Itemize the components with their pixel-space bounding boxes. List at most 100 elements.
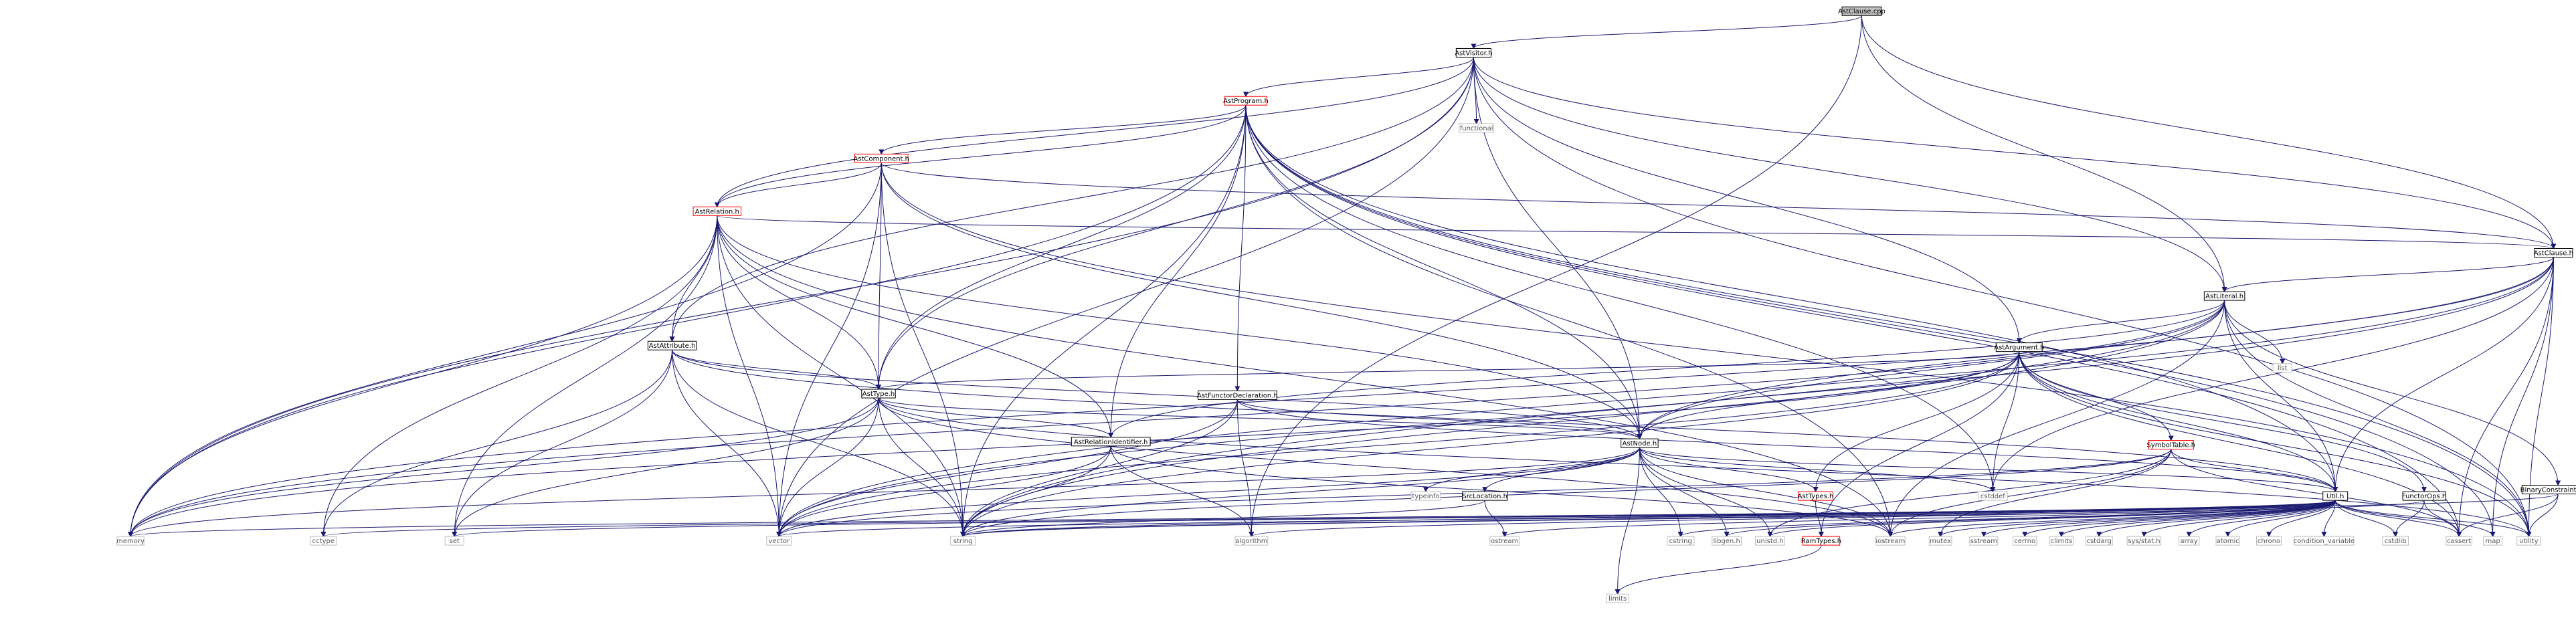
node-box bbox=[693, 206, 742, 216]
edge-astcomponent-h-to-asttype-h bbox=[876, 163, 882, 391]
edge-astliteral-h-to-util-h bbox=[2224, 300, 2338, 493]
edge-astattribute-h-to-asttype-h bbox=[672, 350, 881, 391]
edge-astliteral-h-to-string bbox=[960, 300, 2225, 538]
edge-astrelation-h-to-memory bbox=[128, 215, 718, 538]
edge-astvisitor-h-to-astnode-h bbox=[1473, 57, 1643, 440]
node-cctype: cctype bbox=[310, 536, 337, 546]
edge-astprogram-h-to-util-h bbox=[1245, 105, 2338, 493]
edge-symboltable-h-to-unistd-h bbox=[1767, 449, 2172, 538]
edge-astclause-cpp-to-astliteral-h bbox=[1861, 15, 2227, 293]
node-box bbox=[1621, 438, 1659, 448]
node-limits: limits bbox=[1606, 593, 1629, 603]
edge-astnode-h-to-unistd-h bbox=[1639, 447, 1773, 538]
edge-util-h-to-libgen-h bbox=[1724, 500, 2336, 538]
node-label: AstLiteral.h bbox=[2205, 293, 2243, 300]
edge-astcomponent-h-to-memory bbox=[128, 163, 882, 538]
node-astprogram-h[interactable]: AstProgram.h bbox=[1223, 96, 1269, 106]
edge-astprogram-h-to-cassert bbox=[1245, 105, 2462, 538]
node-box bbox=[2322, 491, 2349, 501]
edge-astrelation-h-to-astclause-h bbox=[717, 215, 2556, 249]
edge-astclause-cpp-to-algorithm bbox=[1249, 15, 1862, 538]
node-box bbox=[861, 389, 896, 399]
node-binaryconstraintops-h[interactable]: BinaryConstraintOps.h bbox=[2520, 485, 2576, 495]
node-box bbox=[1455, 47, 1491, 58]
node-label: cstring bbox=[1669, 538, 1692, 545]
node-functional: functional bbox=[1459, 123, 1495, 133]
edge-astnode-h-to-string bbox=[960, 447, 1640, 538]
node-box bbox=[1875, 536, 1906, 546]
node-label: AstNode.h bbox=[1623, 440, 1657, 447]
node-cerrno: cerrno bbox=[2013, 536, 2037, 546]
edge-astprogram-h-to-astfunctordeclaration-h bbox=[1234, 105, 1247, 392]
edge-astclause-h-to-cassert bbox=[2456, 257, 2554, 538]
node-box bbox=[2272, 363, 2292, 373]
node-asttype-h[interactable]: AstType.h bbox=[861, 389, 896, 399]
node-astargument-h[interactable]: AstArgument.h bbox=[1994, 342, 2044, 352]
edge-astcomponent-h-to-astclause-h bbox=[881, 163, 2557, 249]
edge-astvisitor-h-to-vector bbox=[776, 57, 1474, 538]
edge-binaryconstraintops-h-to-string bbox=[960, 494, 2559, 538]
node-label: AstClause.cpp bbox=[1838, 8, 1885, 15]
node-astliteral-h[interactable]: AstLiteral.h bbox=[2203, 291, 2245, 301]
node-box bbox=[2516, 536, 2541, 546]
node-label: sys/stat.h bbox=[2128, 538, 2160, 545]
node-asttypes-h[interactable]: AstTypes.h bbox=[1798, 491, 1834, 501]
edge-astclause-h-to-vector bbox=[776, 257, 2554, 538]
node-box bbox=[2382, 536, 2409, 546]
node-box bbox=[1802, 536, 1841, 546]
node-set: set bbox=[444, 536, 464, 546]
edge-astargument-h-to-cstddef bbox=[1990, 351, 2020, 493]
node-sys-stat-h: sys/stat.h bbox=[2126, 536, 2162, 546]
edge-util-h-to-cstdlib bbox=[2334, 500, 2399, 538]
edge-util-h-to-cerrno bbox=[2022, 500, 2336, 538]
node-astfunctordeclaration-h[interactable]: AstFunctorDeclaration.h bbox=[1197, 390, 1278, 400]
node-label: map bbox=[2485, 538, 2500, 545]
node-label: condition_variable bbox=[2294, 538, 2355, 545]
node-label: AstRelation.h bbox=[695, 208, 739, 215]
node-astattribute-h[interactable]: AstAttribute.h bbox=[647, 340, 697, 350]
edge-astnode-h-to-vector bbox=[776, 447, 1640, 538]
node-label: list bbox=[2278, 365, 2288, 373]
edge-symboltable-h-to-iostream bbox=[1888, 449, 2172, 538]
node-ramtypes-h[interactable]: RamTypes.h bbox=[1801, 536, 1841, 546]
node-astnode-h[interactable]: AstNode.h bbox=[1621, 438, 1659, 448]
node-memory: memory bbox=[116, 536, 145, 546]
node-cstdlib: cstdlib bbox=[2382, 536, 2409, 546]
edge-astliteral-h-to-astrelationidentifier-h bbox=[1108, 300, 2225, 438]
node-box bbox=[1606, 593, 1629, 603]
edge-astcomponent-h-to-vector bbox=[776, 163, 882, 538]
node-srclocation-h[interactable]: SrcLocation.h bbox=[1462, 491, 1508, 501]
node-label: FunctorOps.h bbox=[2402, 493, 2446, 500]
edge-asttype-h-to-iostream bbox=[878, 398, 1894, 538]
node-vector: vector bbox=[766, 536, 792, 546]
node-astvisitor-h[interactable]: AstVisitor.h bbox=[1455, 47, 1492, 58]
node-label: AstArgument.h bbox=[1994, 344, 2044, 352]
node-astclause-cpp[interactable]: AstClause.cpp bbox=[1838, 6, 1885, 16]
node-functorops-h[interactable]: FunctorOps.h bbox=[2402, 491, 2446, 501]
edge-astrelationidentifier-h-to-vector bbox=[776, 445, 1111, 538]
node-astcomponent-h[interactable]: AstComponent.h bbox=[853, 153, 909, 163]
node-astrelationidentifier-h[interactable]: AstRelationIdentifier.h bbox=[1071, 437, 1151, 447]
edge-astprogram-h-to-asttype-h bbox=[876, 105, 1247, 391]
node-astrelation-h[interactable]: AstRelation.h bbox=[693, 206, 742, 216]
edge-astattribute-h-to-cctype bbox=[320, 350, 673, 538]
edge-astnode-h-to-util-h bbox=[1639, 447, 2338, 493]
node-box bbox=[2126, 536, 2162, 546]
node-util-h[interactable]: Util.h bbox=[2322, 491, 2349, 501]
node-cstddef: cstddef bbox=[1977, 491, 2008, 501]
node-box bbox=[444, 536, 464, 546]
node-box bbox=[950, 536, 976, 546]
edge-astvisitor-h-to-asttype-h bbox=[876, 57, 1474, 391]
node-label: ostream bbox=[1491, 538, 1518, 545]
node-symboltable-h[interactable]: SymbolTable.h bbox=[2146, 440, 2195, 450]
node-box bbox=[2402, 491, 2446, 501]
node-box bbox=[2013, 536, 2037, 546]
node-astclause-h[interactable]: AstClause.h bbox=[2534, 247, 2573, 257]
edge-astnode-h-to-typeinfo bbox=[1423, 447, 1640, 493]
node-label: typeinfo bbox=[1412, 493, 1439, 500]
edge-astvisitor-h-to-astprogram-h bbox=[1243, 57, 1474, 98]
node-label: mutex bbox=[1930, 538, 1951, 545]
node-label: AstComponent.h bbox=[853, 155, 909, 163]
node-label: set bbox=[450, 538, 460, 545]
node-cstdarg: cstdarg bbox=[2085, 536, 2113, 546]
